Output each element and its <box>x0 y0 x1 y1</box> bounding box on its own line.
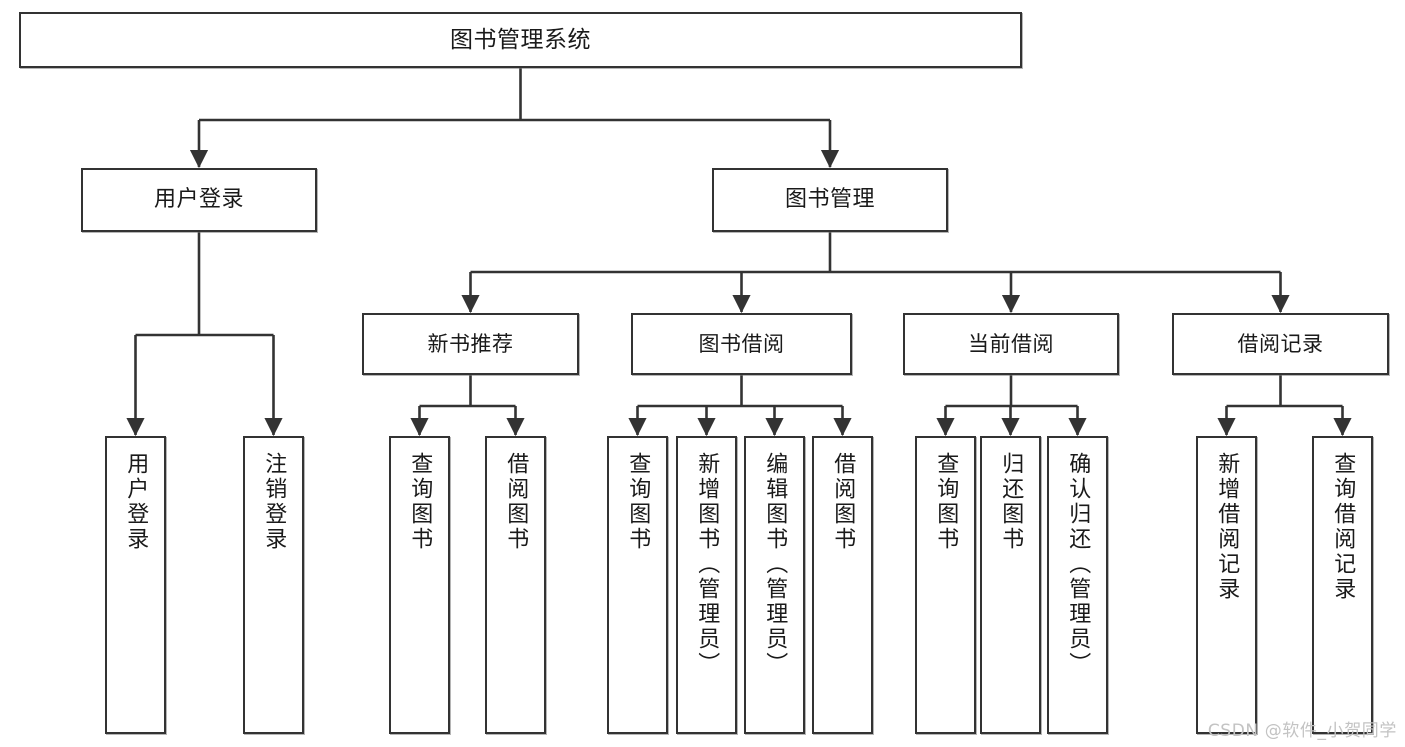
node-leaf-10[interactable]: 确认归还（管理员） <box>1047 436 1108 734</box>
node-leaf-6[interactable]: 编辑图书（管理员） <box>744 436 805 734</box>
node-label-确认归还管理员: 确认归还（管理员） <box>1065 452 1091 677</box>
node-leaf-9[interactable]: 归还图书 <box>980 436 1041 734</box>
node-label-查询借阅记录: 查询借阅记录 <box>1330 452 1356 602</box>
connector-edges <box>126 68 1352 437</box>
node-leaf-2[interactable]: 查询图书 <box>389 436 450 734</box>
node-leaf-3[interactable]: 借阅图书 <box>485 436 546 734</box>
node-leaf-12[interactable]: 查询借阅记录 <box>1312 436 1373 734</box>
node-root[interactable]: 图书管理系统 <box>19 12 1022 68</box>
node-label-用户登录: 用户登录 <box>123 452 149 552</box>
node-label-查询图书: 查询图书 <box>933 452 959 552</box>
node-label-新增借阅记录: 新增借阅记录 <box>1214 452 1240 602</box>
node-label-当前借阅: 当前借阅 <box>968 331 1054 356</box>
node-label-借阅图书: 借阅图书 <box>830 452 856 552</box>
node-label-图书管理: 图书管理 <box>784 187 875 213</box>
node-leaf-4[interactable]: 查询图书 <box>607 436 668 734</box>
node-leaf-7[interactable]: 借阅图书 <box>812 436 873 734</box>
node-leaf-5[interactable]: 新增图书（管理员） <box>676 436 737 734</box>
node-label-借阅图书: 借阅图书 <box>503 452 529 552</box>
watermark-label: CSDN @软件_小贺同学 <box>1207 721 1397 741</box>
node-level3-3[interactable]: 借阅记录 <box>1172 313 1389 375</box>
node-label-图书管理系统: 图书管理系统 <box>450 26 591 53</box>
node-label-注销登录: 注销登录 <box>261 452 287 552</box>
node-leaf-1[interactable]: 注销登录 <box>243 436 304 734</box>
node-label-归还图书: 归还图书 <box>998 452 1024 552</box>
node-label-图书借阅: 图书借阅 <box>698 331 785 356</box>
node-level2-1[interactable]: 图书管理 <box>712 168 948 232</box>
node-label-新增图书管理员: 新增图书（管理员） <box>694 452 720 677</box>
node-level3-0[interactable]: 新书推荐 <box>362 313 579 375</box>
node-leaf-11[interactable]: 新增借阅记录 <box>1196 436 1257 734</box>
node-label-用户登录: 用户登录 <box>153 187 244 213</box>
node-label-新书推荐: 新书推荐 <box>427 331 514 356</box>
node-label-借阅记录: 借阅记录 <box>1237 331 1324 356</box>
node-level3-2[interactable]: 当前借阅 <box>903 313 1119 375</box>
node-level2-0[interactable]: 用户登录 <box>81 168 317 232</box>
node-level3-1[interactable]: 图书借阅 <box>631 313 852 375</box>
node-label-查询图书: 查询图书 <box>407 452 433 552</box>
node-leaf-0[interactable]: 用户登录 <box>105 436 166 734</box>
node-label-编辑图书管理员: 编辑图书（管理员） <box>762 452 788 677</box>
node-leaf-8[interactable]: 查询图书 <box>915 436 976 734</box>
node-label-查询图书: 查询图书 <box>625 452 651 552</box>
